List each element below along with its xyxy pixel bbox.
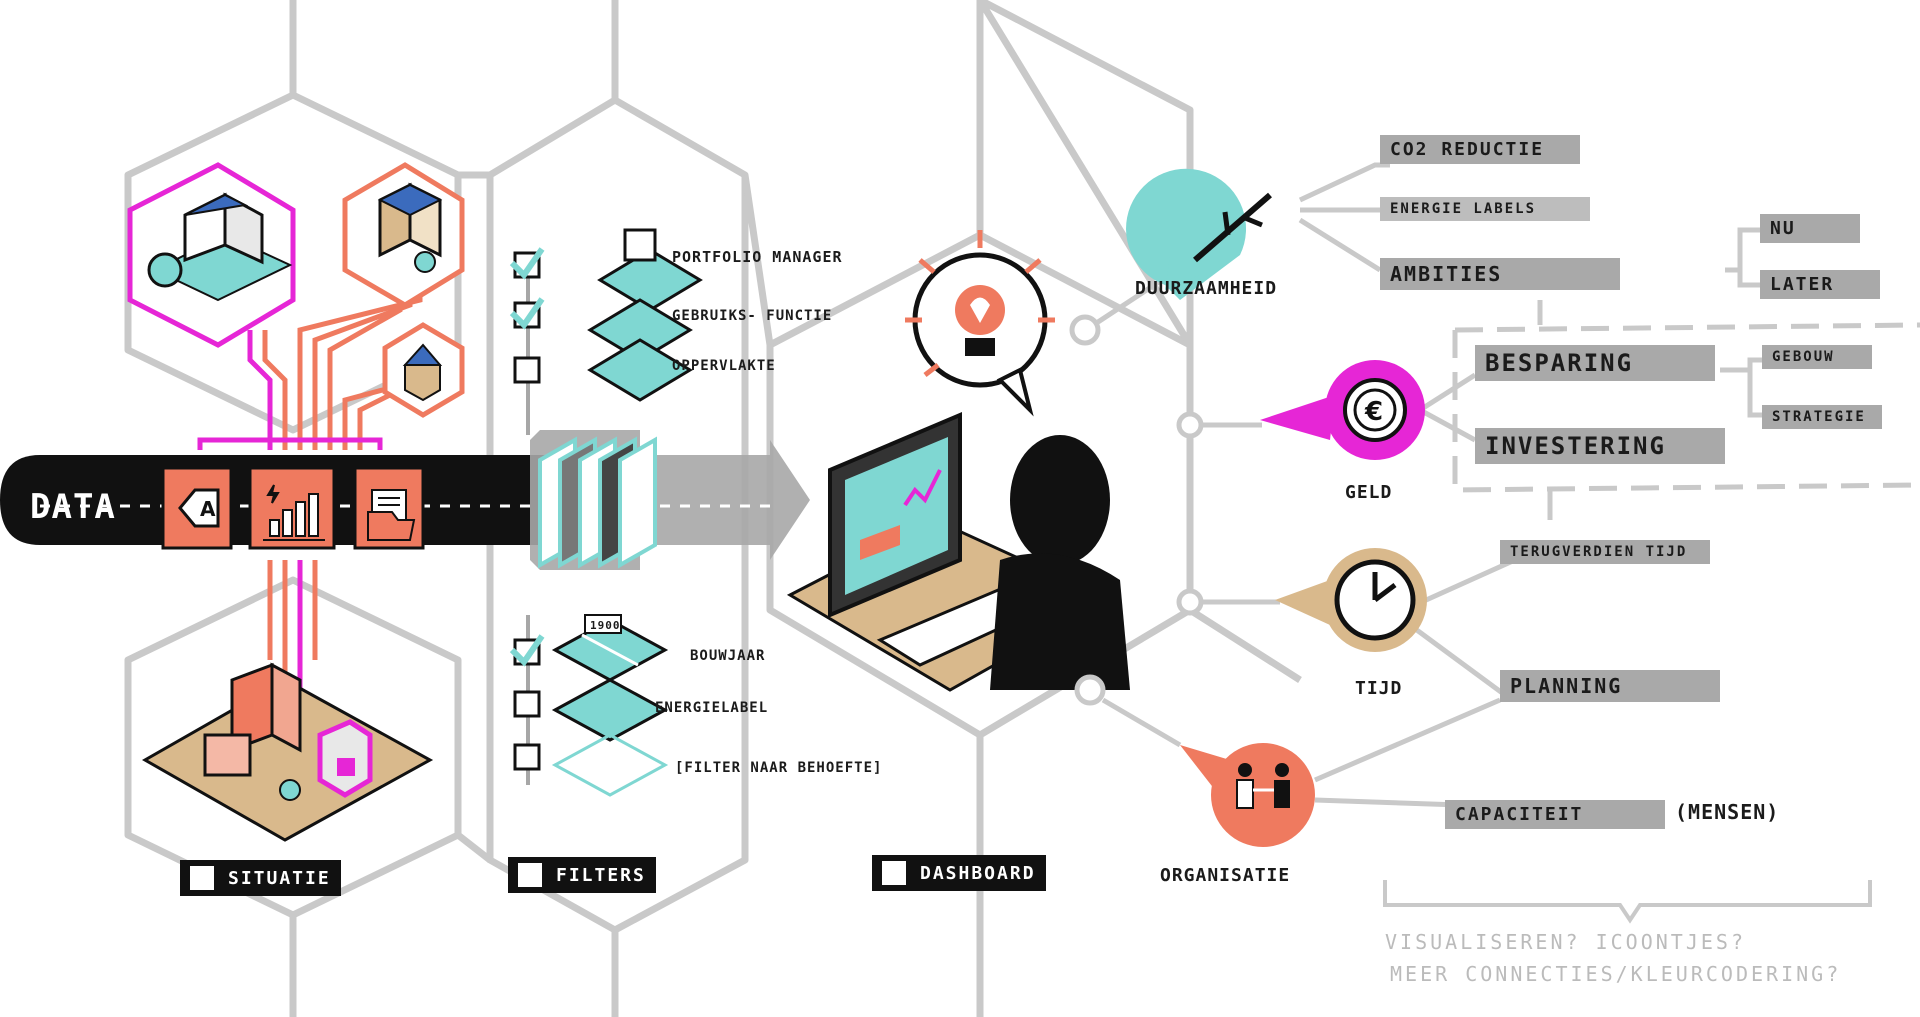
building-hex-large bbox=[127, 162, 296, 348]
situatie-checkbox[interactable] bbox=[188, 864, 216, 892]
planning-box: PLANNING bbox=[1500, 670, 1720, 702]
svg-text:A: A bbox=[200, 497, 216, 521]
situatie-tag[interactable]: SITUATIE bbox=[180, 860, 341, 896]
euro-icon: € bbox=[1260, 360, 1425, 460]
tijd-label: TIJD bbox=[1355, 678, 1403, 699]
mensen-label: (MENSEN) bbox=[1675, 800, 1780, 824]
note-line-2: MEER CONNECTIES/KLEURCODERING? bbox=[1390, 962, 1842, 986]
geld-label: GELD bbox=[1345, 482, 1393, 503]
filter-portfolio: PORTFOLIO MANAGER bbox=[672, 248, 843, 266]
filter-oppervlakte: OPPERVLAKTE bbox=[672, 358, 776, 374]
situation-map bbox=[141, 662, 434, 842]
filters-tag[interactable]: FILTERS bbox=[508, 857, 656, 893]
duurzaamheid-label: DUURZAAMHEID bbox=[1135, 278, 1278, 299]
people-icon bbox=[1180, 743, 1315, 847]
bar-chart-icon bbox=[263, 484, 325, 541]
organisatie-label: ORGANISATIE bbox=[1160, 865, 1291, 886]
dashboard-checkbox[interactable] bbox=[880, 859, 908, 887]
situatie-label: SITUATIE bbox=[228, 867, 331, 889]
later-box: LATER bbox=[1760, 270, 1880, 299]
co2-reductie-box: CO2 REDUCTIE bbox=[1380, 135, 1580, 164]
building-hex-medium bbox=[342, 162, 465, 308]
strategie-box: STRATEGIE bbox=[1762, 405, 1882, 429]
dashboard-tag[interactable]: DASHBOARD bbox=[872, 855, 1046, 891]
filter-bottom-group bbox=[509, 614, 669, 797]
data-icons: A bbox=[161, 466, 425, 550]
building-hex-small bbox=[382, 322, 465, 418]
folder-icon bbox=[367, 489, 416, 541]
filter-custom: [FILTER NAAR BEHOEFTE] bbox=[675, 760, 882, 776]
capaciteit-box: CAPACITEIT bbox=[1445, 800, 1665, 829]
energie-labels-box: ENERGIE LABELS bbox=[1380, 197, 1590, 221]
nu-box: NU bbox=[1760, 214, 1860, 243]
filter-year-badge: 1900 bbox=[590, 619, 621, 632]
note-bracket bbox=[1383, 880, 1872, 924]
geld-dashed-group bbox=[1452, 322, 1920, 493]
filters-checkbox[interactable] bbox=[516, 861, 544, 889]
besparing-box: BESPARING bbox=[1475, 345, 1715, 381]
svg-text:€: € bbox=[1364, 397, 1383, 427]
dashboard-label: DASHBOARD bbox=[920, 862, 1036, 884]
filter-top-group bbox=[509, 228, 703, 435]
filter-bouwjaar: BOUWJAAR bbox=[690, 648, 765, 664]
lightbulb-icon bbox=[905, 230, 1055, 417]
filter-sheets bbox=[538, 436, 657, 569]
filters-label: FILTERS bbox=[556, 864, 646, 886]
ambities-box: AMBITIES bbox=[1380, 258, 1620, 290]
connector-lines bbox=[1096, 162, 1765, 808]
dashboard-scene bbox=[786, 411, 1130, 692]
clock-icon bbox=[1275, 548, 1427, 652]
energy-label-icon: A bbox=[178, 488, 220, 528]
filter-energielabel: ENERGIELABEL bbox=[655, 700, 768, 716]
gebouw-box: GEBOUW bbox=[1762, 345, 1872, 369]
terugverdien-tijd-box: TERUGVERDIEN TIJD bbox=[1500, 540, 1710, 564]
note-line-1: VISUALISEREN? ICOONTJES? bbox=[1385, 930, 1746, 954]
filter-gebruiksfunctie: GEBRUIKS- FUNCTIE bbox=[672, 308, 832, 324]
hex-nodes bbox=[1069, 314, 1204, 706]
investering-box: INVESTERING bbox=[1475, 428, 1725, 464]
leaf-icon bbox=[1126, 168, 1272, 300]
data-label: DATA bbox=[30, 487, 116, 527]
